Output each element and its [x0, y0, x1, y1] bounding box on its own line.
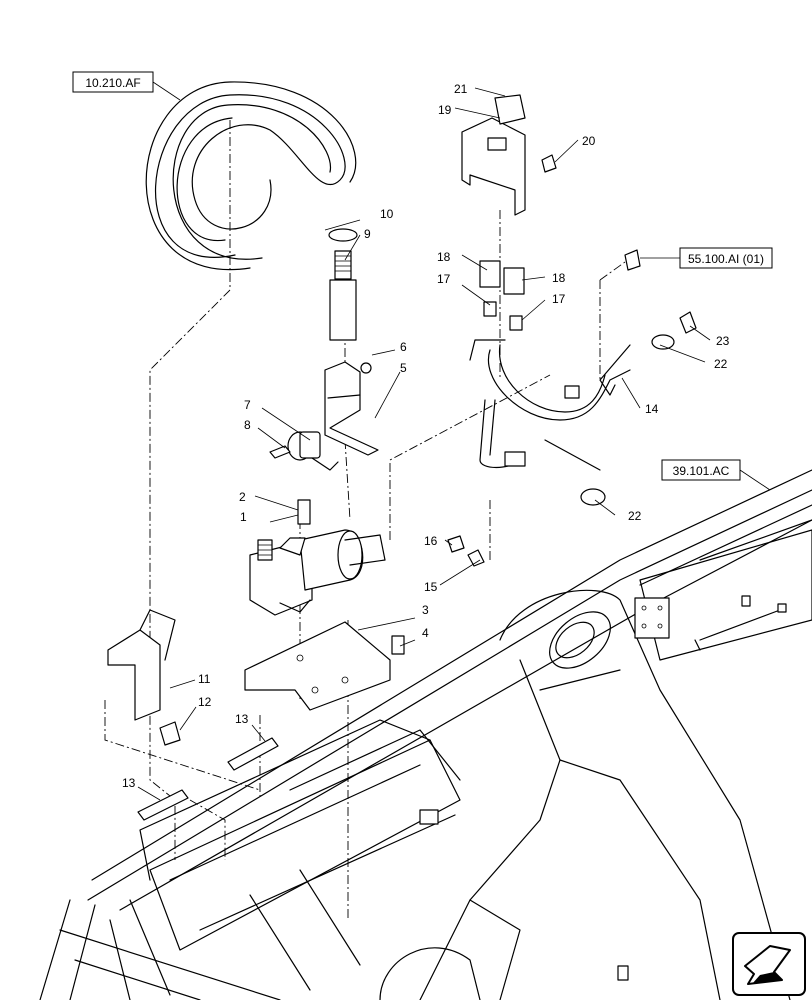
- callout-21: 21: [454, 82, 468, 96]
- callout-20: 20: [582, 134, 596, 148]
- callout-9: 9: [364, 227, 371, 241]
- callout-4: 4: [422, 626, 429, 640]
- leader-lines: [137, 79, 771, 801]
- callout-13b: 13: [122, 776, 136, 790]
- callout-23: 23: [716, 334, 730, 348]
- callout-14: 14: [645, 402, 659, 416]
- dowel-pins: [137, 737, 279, 821]
- callout-6: 6: [400, 340, 407, 354]
- relays: [479, 260, 525, 331]
- wire-harness: [469, 339, 631, 471]
- callout-18b: 18: [552, 271, 566, 285]
- ref-box-hose[interactable]: 10.210.AF: [72, 71, 154, 93]
- callout-15: 15: [424, 580, 438, 594]
- callout-2: 2: [239, 490, 246, 504]
- callout-22b: 22: [628, 509, 642, 523]
- callout-3: 3: [422, 603, 429, 617]
- pressure-switch: [269, 431, 339, 471]
- callout-17b: 17: [552, 292, 566, 306]
- support-bracket: [107, 609, 181, 746]
- callout-17a: 17: [437, 272, 451, 286]
- ref-label-frame: 39.101.AC: [673, 464, 730, 478]
- pump-motor: [249, 499, 386, 616]
- callout-13a: 13: [235, 712, 249, 726]
- mounting-bracket: [324, 361, 379, 456]
- callout-11: 11: [198, 672, 211, 686]
- grommets-and-clips: [447, 249, 697, 567]
- callout-22a: 22: [714, 357, 728, 371]
- callout-8: 8: [244, 418, 251, 432]
- machine-frame: [39, 469, 812, 1000]
- ref-box-frame[interactable]: 39.101.AC: [661, 459, 741, 481]
- callout-5: 5: [400, 361, 407, 375]
- ref-box-electrical[interactable]: 55.100.AI (01): [679, 247, 773, 269]
- callout-16: 16: [424, 534, 438, 548]
- relay-bracket: [461, 94, 557, 216]
- callout-10: 10: [380, 207, 394, 221]
- callout-18a: 18: [437, 250, 451, 264]
- coiled-hose: [145, 81, 357, 271]
- hose-fitting: [328, 228, 358, 341]
- callout-1: 1: [240, 510, 247, 524]
- callout-19: 19: [438, 103, 452, 117]
- callout-7: 7: [244, 398, 251, 412]
- ref-label-electrical: 55.100.AI (01): [688, 252, 764, 266]
- base-plate: [244, 621, 405, 711]
- callout-12: 12: [198, 695, 212, 709]
- arrow-nav-icon[interactable]: [732, 932, 806, 996]
- ref-label-hose: 10.210.AF: [85, 76, 140, 90]
- callout-numbers: 1 2 3 4 5 6 7 8 9 10 11 12 13 13 14 15 1…: [122, 82, 730, 790]
